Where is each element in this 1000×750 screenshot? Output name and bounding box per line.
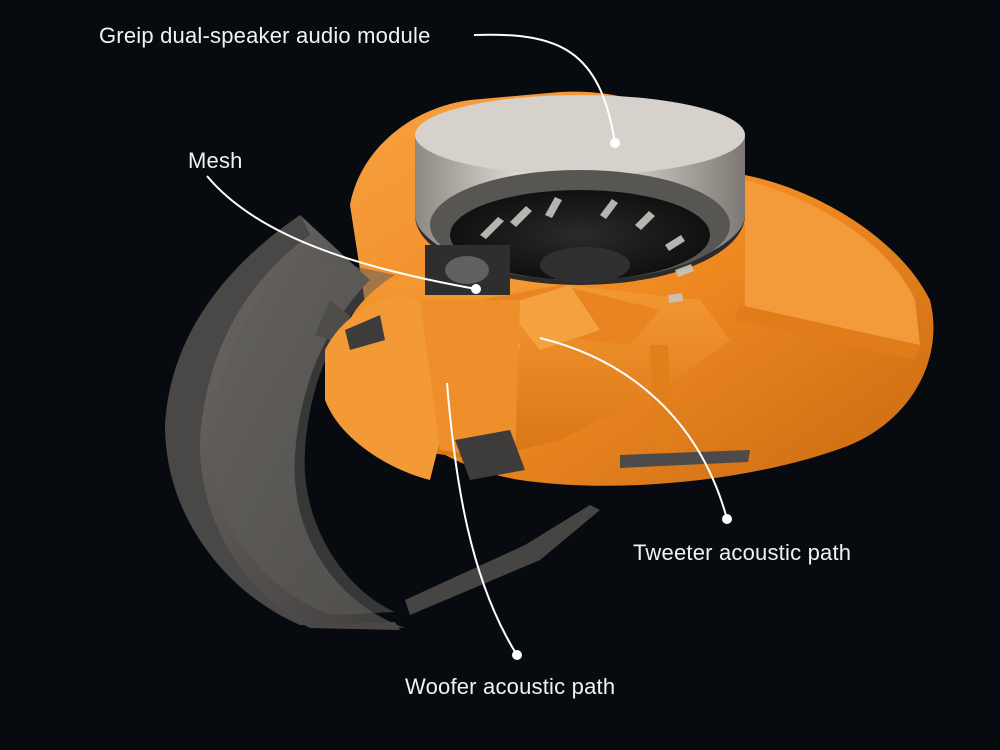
speaker-module: [415, 95, 745, 303]
nozzle: [325, 295, 525, 480]
callout-tweeter-acoustic-path: Tweeter acoustic path: [633, 540, 852, 565]
callout-mesh: Mesh: [188, 148, 243, 173]
leader-tweeter: [539, 337, 728, 520]
ear-tip: [165, 215, 600, 630]
leader-woofer: [446, 382, 518, 656]
leader-lines: [206, 33, 728, 656]
callout-audio-module: Greip dual-speaker audio module: [99, 23, 431, 48]
callout-woofer-acoustic-path: Woofer acoustic path: [405, 674, 616, 699]
leader-audio-module: [473, 33, 616, 144]
leader-dots: [471, 138, 732, 660]
leader-mesh: [206, 175, 477, 290]
